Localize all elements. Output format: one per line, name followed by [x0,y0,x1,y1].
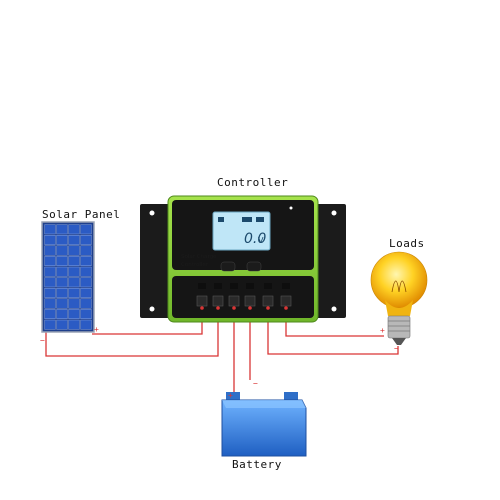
solar-cell [44,224,56,235]
solar-cell [68,309,80,319]
solar-cell [56,234,68,245]
terminal-screw [248,306,252,310]
terminal-block [196,283,292,310]
solar-cell [68,256,80,266]
battery-icon: + − [221,379,307,457]
terminal-slot [264,283,272,289]
panel-plus-sign: + [94,325,99,334]
load-plus-sign: + [380,326,385,335]
solar-cell [80,266,92,277]
solar-cell [44,234,56,245]
solar-cell [44,256,56,266]
solar-cell [68,234,80,245]
terminal-socket [280,295,292,307]
terminal-screw [266,306,270,310]
load-minus-sign: − [394,344,399,353]
battery-minus-sign: − [253,379,258,388]
solar-panel-icon [41,221,95,333]
solar-cell [80,288,92,298]
solar-cell [80,309,92,319]
wire-panel-minus [45,308,219,357]
solar-cell [80,224,92,235]
terminal-socket [228,295,240,307]
terminal-screw [284,306,288,310]
terminal-slot [282,283,290,289]
solar-cell [44,298,56,309]
lcd-unit: V [258,236,264,245]
terminal-socket [212,295,224,307]
controller-label: Controller [217,176,289,189]
solar-cell [44,319,56,330]
solar-cell [56,319,68,330]
solar-cell [44,245,56,256]
panel-minus-sign: − [40,336,45,345]
solar-cell [68,319,80,330]
terminal-screw [200,306,204,310]
solar-cell [68,245,80,256]
terminal-socket [196,295,208,307]
solar-cell [80,256,92,266]
terminal-slot [214,283,222,289]
solar-cell [80,298,92,309]
lcd-display: 0.0 V [212,211,271,251]
device-caption-line1: Solar Charge [181,254,217,260]
terminal-screw [216,306,220,310]
solar-cell [80,319,92,330]
solar-cell [56,288,68,298]
solar-cell [56,245,68,256]
solar-cell [56,298,68,309]
charge-controller: 0.0 V Solar Charge Controller [140,195,346,323]
solar-cell [80,245,92,256]
solar-cell [80,234,92,245]
wire-load-minus [267,308,399,355]
solar-cell [44,266,56,277]
light-bulb-icon: + − [370,251,428,353]
setting-button[interactable] [246,261,262,272]
solar-cell [44,277,56,288]
solar-cell [56,277,68,288]
loads-label: Loads [389,237,425,250]
solar-cell [56,224,68,235]
terminal-screw [232,306,236,310]
solar-cell [68,266,80,277]
solar-cell [44,288,56,298]
terminal-slot [246,283,254,289]
terminal-slot [198,283,206,289]
solar-cell [56,256,68,266]
solar-cell [68,298,80,309]
battery-label: Battery [232,458,282,471]
solar-panel-label: Solar Panel [42,208,121,221]
terminal-socket [244,295,256,307]
device-caption-line2: Controller [181,262,209,268]
terminal-socket [262,295,274,307]
solar-cell [68,224,80,235]
lcd-reading: 0.0 [244,231,266,247]
solar-cell [68,277,80,288]
solar-cell [68,288,80,298]
terminal-slot [230,283,238,289]
solar-cell [44,309,56,319]
battery-plus-sign: + [228,391,233,400]
solar-cell [56,266,68,277]
menu-button[interactable] [220,261,236,272]
solar-cell [80,277,92,288]
solar-cell [56,309,68,319]
